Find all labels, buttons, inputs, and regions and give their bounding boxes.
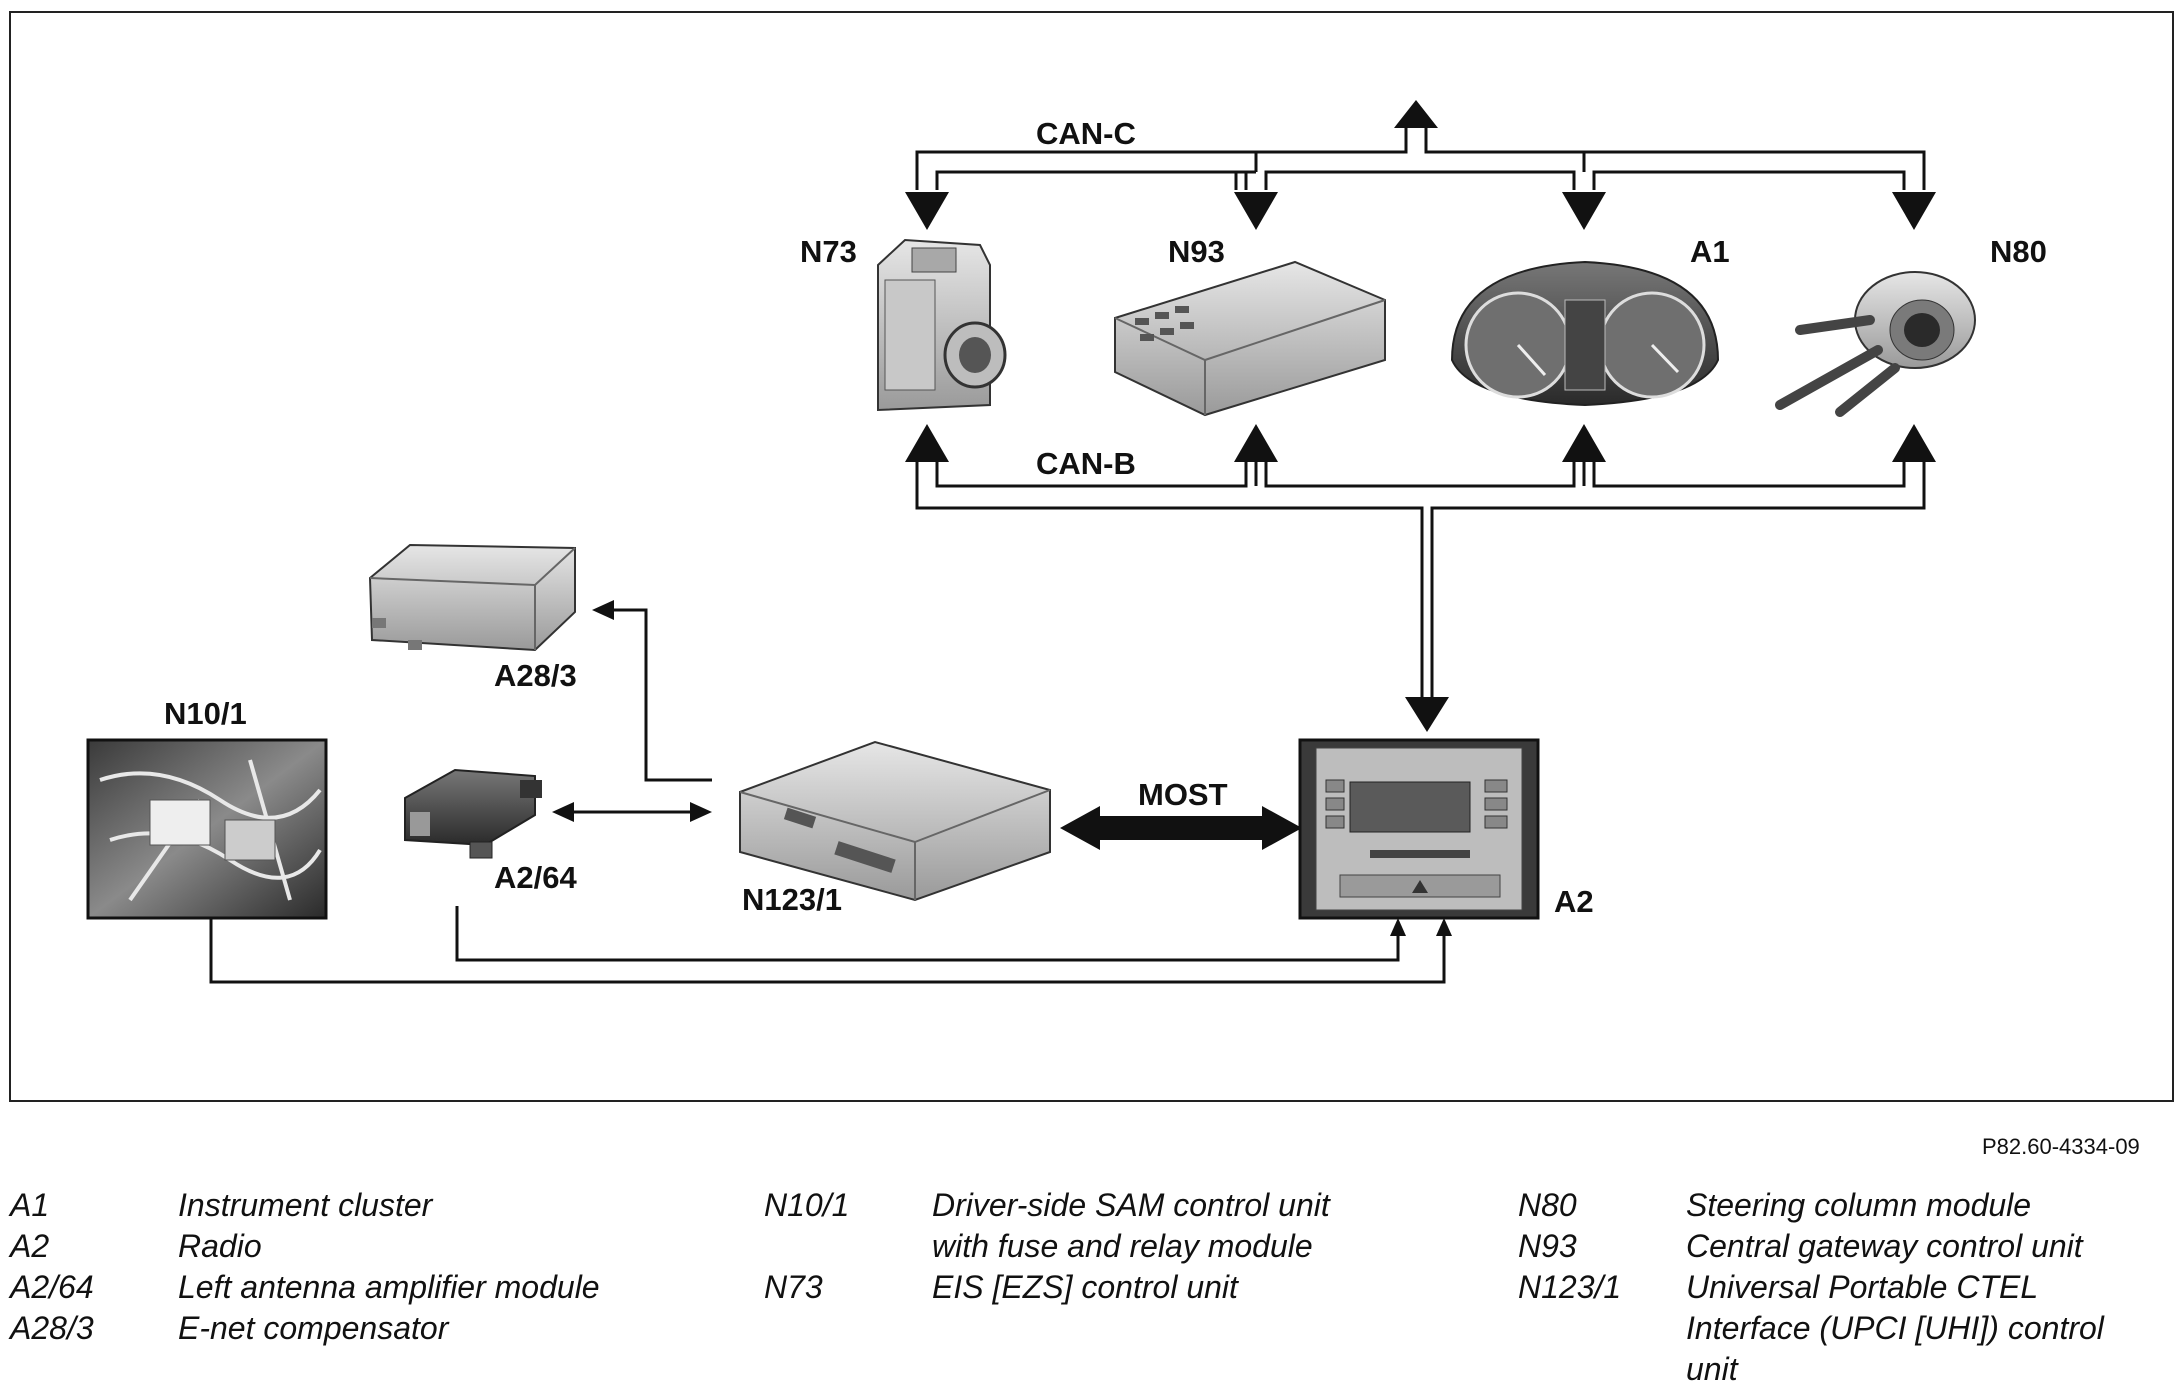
a2-64-label: A2/64 [494,860,577,895]
a28-3-label: A28/3 [494,658,577,693]
a2-label: A2 [1554,884,1594,919]
figure-reference: P82.60-4334-09 [1982,1134,2140,1159]
enet-link [592,600,712,782]
n93-label: N93 [1168,234,1225,269]
a2-64-antenna-amplifier [404,768,542,859]
can-b-arrow-n73 [905,424,949,462]
n10-1-sam-photo [86,738,328,920]
can-b-arrow-n93 [1234,424,1278,462]
can-c-bus [915,128,1926,190]
n123-1-upci-unit [739,740,1051,902]
n10-1-label: N10/1 [164,696,247,731]
most-link [1060,806,1302,850]
n80-label: N80 [1990,234,2047,269]
can-c-arrow-n93 [1234,192,1278,230]
diagram-frame [9,11,2174,1102]
feedback-lines [209,906,1446,984]
feedback-arrow-1 [1390,918,1406,936]
a1-label: A1 [1690,234,1730,269]
n73-eis-unit [877,238,1007,412]
a2-radio-photo [1298,738,1540,920]
a28-3-enet-compensator [368,543,576,652]
can-b-bus [915,462,1926,700]
legend-item-continuation: Interface (UPCI [UHI]) control [1686,1310,2104,1346]
can-c-arrow-up [1394,100,1438,128]
can-c-label: CAN-C [1036,116,1136,151]
can-b-label: CAN-B [1036,446,1136,481]
can-b-arrow-a1 [1562,424,1606,462]
can-b-arrow-n80 [1892,424,1936,462]
can-c-arrow-a1 [1562,192,1606,230]
can-b-arrow-a2 [1405,697,1449,732]
feedback-arrow-2 [1436,918,1452,936]
legend-item-continuation: unit [1686,1351,1738,1387]
n80-steering-column-module [1775,271,1976,417]
can-c-arrow-n73 [905,192,949,230]
legend-item-continuation: with fuse and relay module [932,1228,1313,1264]
n73-label: N73 [800,234,857,269]
a1-instrument-cluster [1450,260,1720,407]
can-c-arrow-n80 [1892,192,1936,230]
n93-gateway-unit [1114,260,1386,417]
antenna-link [552,802,712,822]
most-label: MOST [1138,777,1228,812]
n123-1-label: N123/1 [742,882,842,917]
